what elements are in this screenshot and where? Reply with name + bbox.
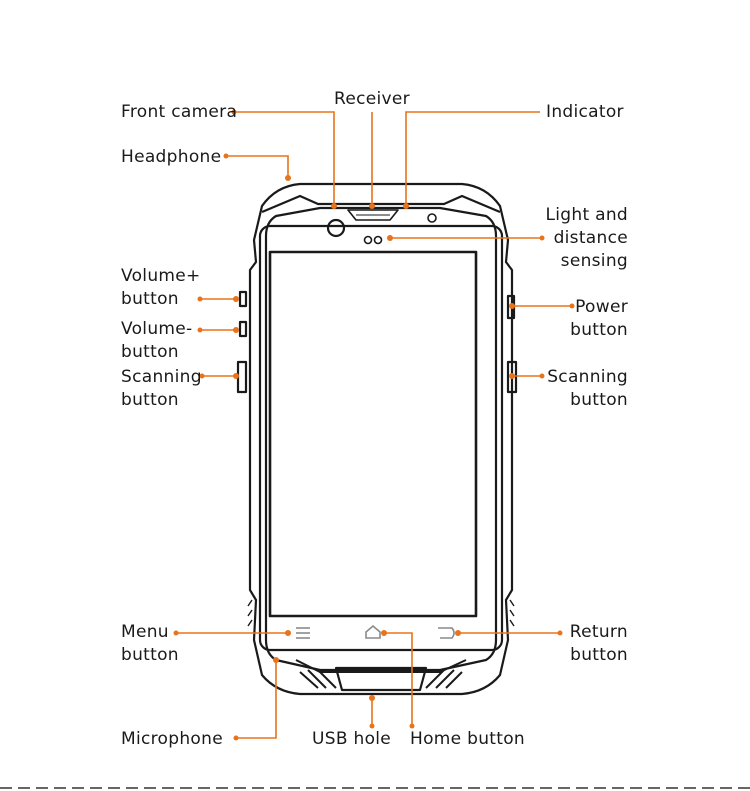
callout-headphone xyxy=(226,155,289,178)
return-key-icon xyxy=(438,627,455,639)
label-usb-hole: USB hole xyxy=(312,729,392,749)
label-microphone: Microphone xyxy=(121,729,223,749)
label-indicator: Indicator xyxy=(546,102,624,122)
label-home: Home button xyxy=(410,729,525,749)
phone-inner-frame xyxy=(264,206,498,672)
screen xyxy=(268,250,478,618)
label-volume-up: Volume+ button xyxy=(121,266,201,309)
label-light-sensing: Light and distance sensing xyxy=(545,205,628,271)
scanning-key-right xyxy=(506,360,518,394)
callout-front-camera xyxy=(234,111,335,206)
scanning-key-left xyxy=(236,360,248,394)
label-return: Return button xyxy=(569,622,628,665)
label-scanning-left: Scanning button xyxy=(121,367,202,410)
top-bezel-cut xyxy=(261,194,501,214)
label-power: Power button xyxy=(570,297,628,340)
label-headphone: Headphone xyxy=(121,147,222,167)
phone-outer-body xyxy=(248,182,514,696)
callout-microphone xyxy=(236,660,277,739)
callout-indicator xyxy=(405,111,540,206)
front-camera-lens xyxy=(326,218,346,238)
home-key-icon xyxy=(365,624,381,639)
label-front-camera: Front camera xyxy=(121,102,238,122)
label-volume-down: Volume- button xyxy=(121,319,193,362)
volume-down-key xyxy=(238,320,248,338)
label-receiver: Receiver xyxy=(334,89,410,109)
callout-home xyxy=(384,632,413,726)
label-menu: Menu button xyxy=(121,622,179,665)
bottom-grip xyxy=(295,659,467,673)
usb-port-bevel xyxy=(334,666,428,692)
indicator-light xyxy=(427,213,437,223)
menu-key-icon xyxy=(296,627,310,639)
front-glass xyxy=(258,224,504,652)
light-sensor-2 xyxy=(373,235,383,245)
light-sensor-1 xyxy=(363,235,373,245)
receiver-grille xyxy=(347,209,399,221)
volume-up-key xyxy=(238,290,248,308)
label-scanning-right: Scanning button xyxy=(547,367,628,410)
